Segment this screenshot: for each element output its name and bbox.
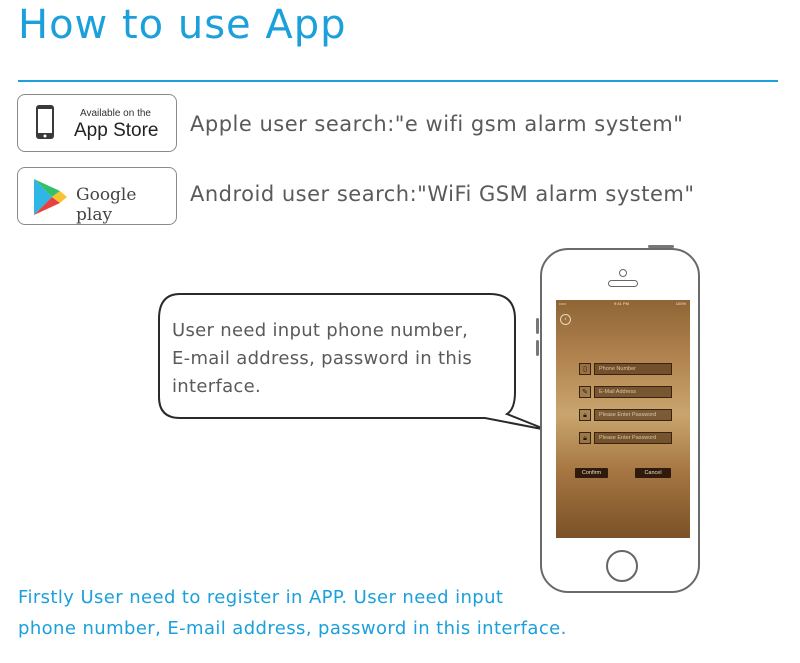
home-button bbox=[606, 550, 638, 582]
volume-button bbox=[536, 318, 539, 334]
page-title: How to use App bbox=[18, 2, 347, 48]
lock-icon: 🔒︎ bbox=[579, 432, 591, 444]
email-input[interactable]: E-Mail Address bbox=[594, 386, 672, 398]
email-field[interactable]: ✎ E-Mail Address bbox=[579, 386, 672, 398]
phone-icon bbox=[36, 105, 54, 139]
speaker-grille bbox=[608, 280, 638, 287]
app-store-small-label: Available on the bbox=[80, 108, 151, 119]
phone-number-input[interactable]: Phone Number bbox=[594, 363, 672, 375]
camera-icon bbox=[619, 269, 627, 277]
status-bar: ••••• 9:41 PM 100% bbox=[556, 300, 690, 307]
apple-search-instruction: Apple user search:"e wifi gsm alarm syst… bbox=[190, 112, 684, 136]
bubble-line: interface. bbox=[172, 376, 262, 397]
edit-icon: ✎ bbox=[579, 386, 591, 398]
lock-icon: 🔒︎ bbox=[579, 409, 591, 421]
phone-icon: ▯ bbox=[579, 363, 591, 375]
google-play-icon bbox=[34, 179, 67, 215]
confirm-password-field[interactable]: 🔒︎ Please Enter Password bbox=[579, 432, 672, 444]
phone-number-field[interactable]: ▯ Phone Number bbox=[579, 363, 672, 375]
phone-body: ••••• 9:41 PM 100% ‹ ▯ Phone Number ✎ E-… bbox=[540, 248, 700, 593]
volume-button bbox=[536, 340, 539, 356]
caption-line: phone number, E-mail address, password i… bbox=[18, 618, 567, 639]
app-registration-screen: ••••• 9:41 PM 100% ‹ ▯ Phone Number ✎ E-… bbox=[556, 300, 690, 538]
signal-indicator: ••••• bbox=[559, 301, 567, 306]
bubble-line: User need input phone number, bbox=[172, 320, 469, 341]
confirm-button[interactable]: Confirm bbox=[575, 468, 608, 478]
google-play-badge[interactable]: Google play bbox=[17, 167, 177, 225]
google-play-label: Google play bbox=[76, 185, 137, 225]
app-store-label: App Store bbox=[74, 120, 159, 141]
android-search-instruction: Android user search:"WiFi GSM alarm syst… bbox=[190, 182, 695, 206]
chevron-left-icon[interactable]: ‹ bbox=[560, 314, 571, 325]
password-field[interactable]: 🔒︎ Please Enter Password bbox=[579, 409, 672, 421]
cancel-button[interactable]: Cancel bbox=[635, 468, 671, 478]
phone-mockup: ••••• 9:41 PM 100% ‹ ▯ Phone Number ✎ E-… bbox=[536, 245, 700, 593]
title-divider bbox=[18, 80, 778, 82]
bubble-text: User need input phone number, E-mail add… bbox=[172, 317, 517, 401]
bubble-line: E-mail address, password in this bbox=[172, 348, 473, 369]
password-input[interactable]: Please Enter Password bbox=[594, 409, 672, 421]
confirm-password-input[interactable]: Please Enter Password bbox=[594, 432, 672, 444]
caption-line: Firstly User need to register in APP. Us… bbox=[18, 587, 504, 608]
battery-indicator: 100% bbox=[675, 301, 686, 306]
power-button bbox=[648, 245, 674, 248]
status-time: 9:41 PM bbox=[614, 301, 629, 306]
app-store-badge[interactable]: Available on the App Store bbox=[17, 94, 177, 152]
